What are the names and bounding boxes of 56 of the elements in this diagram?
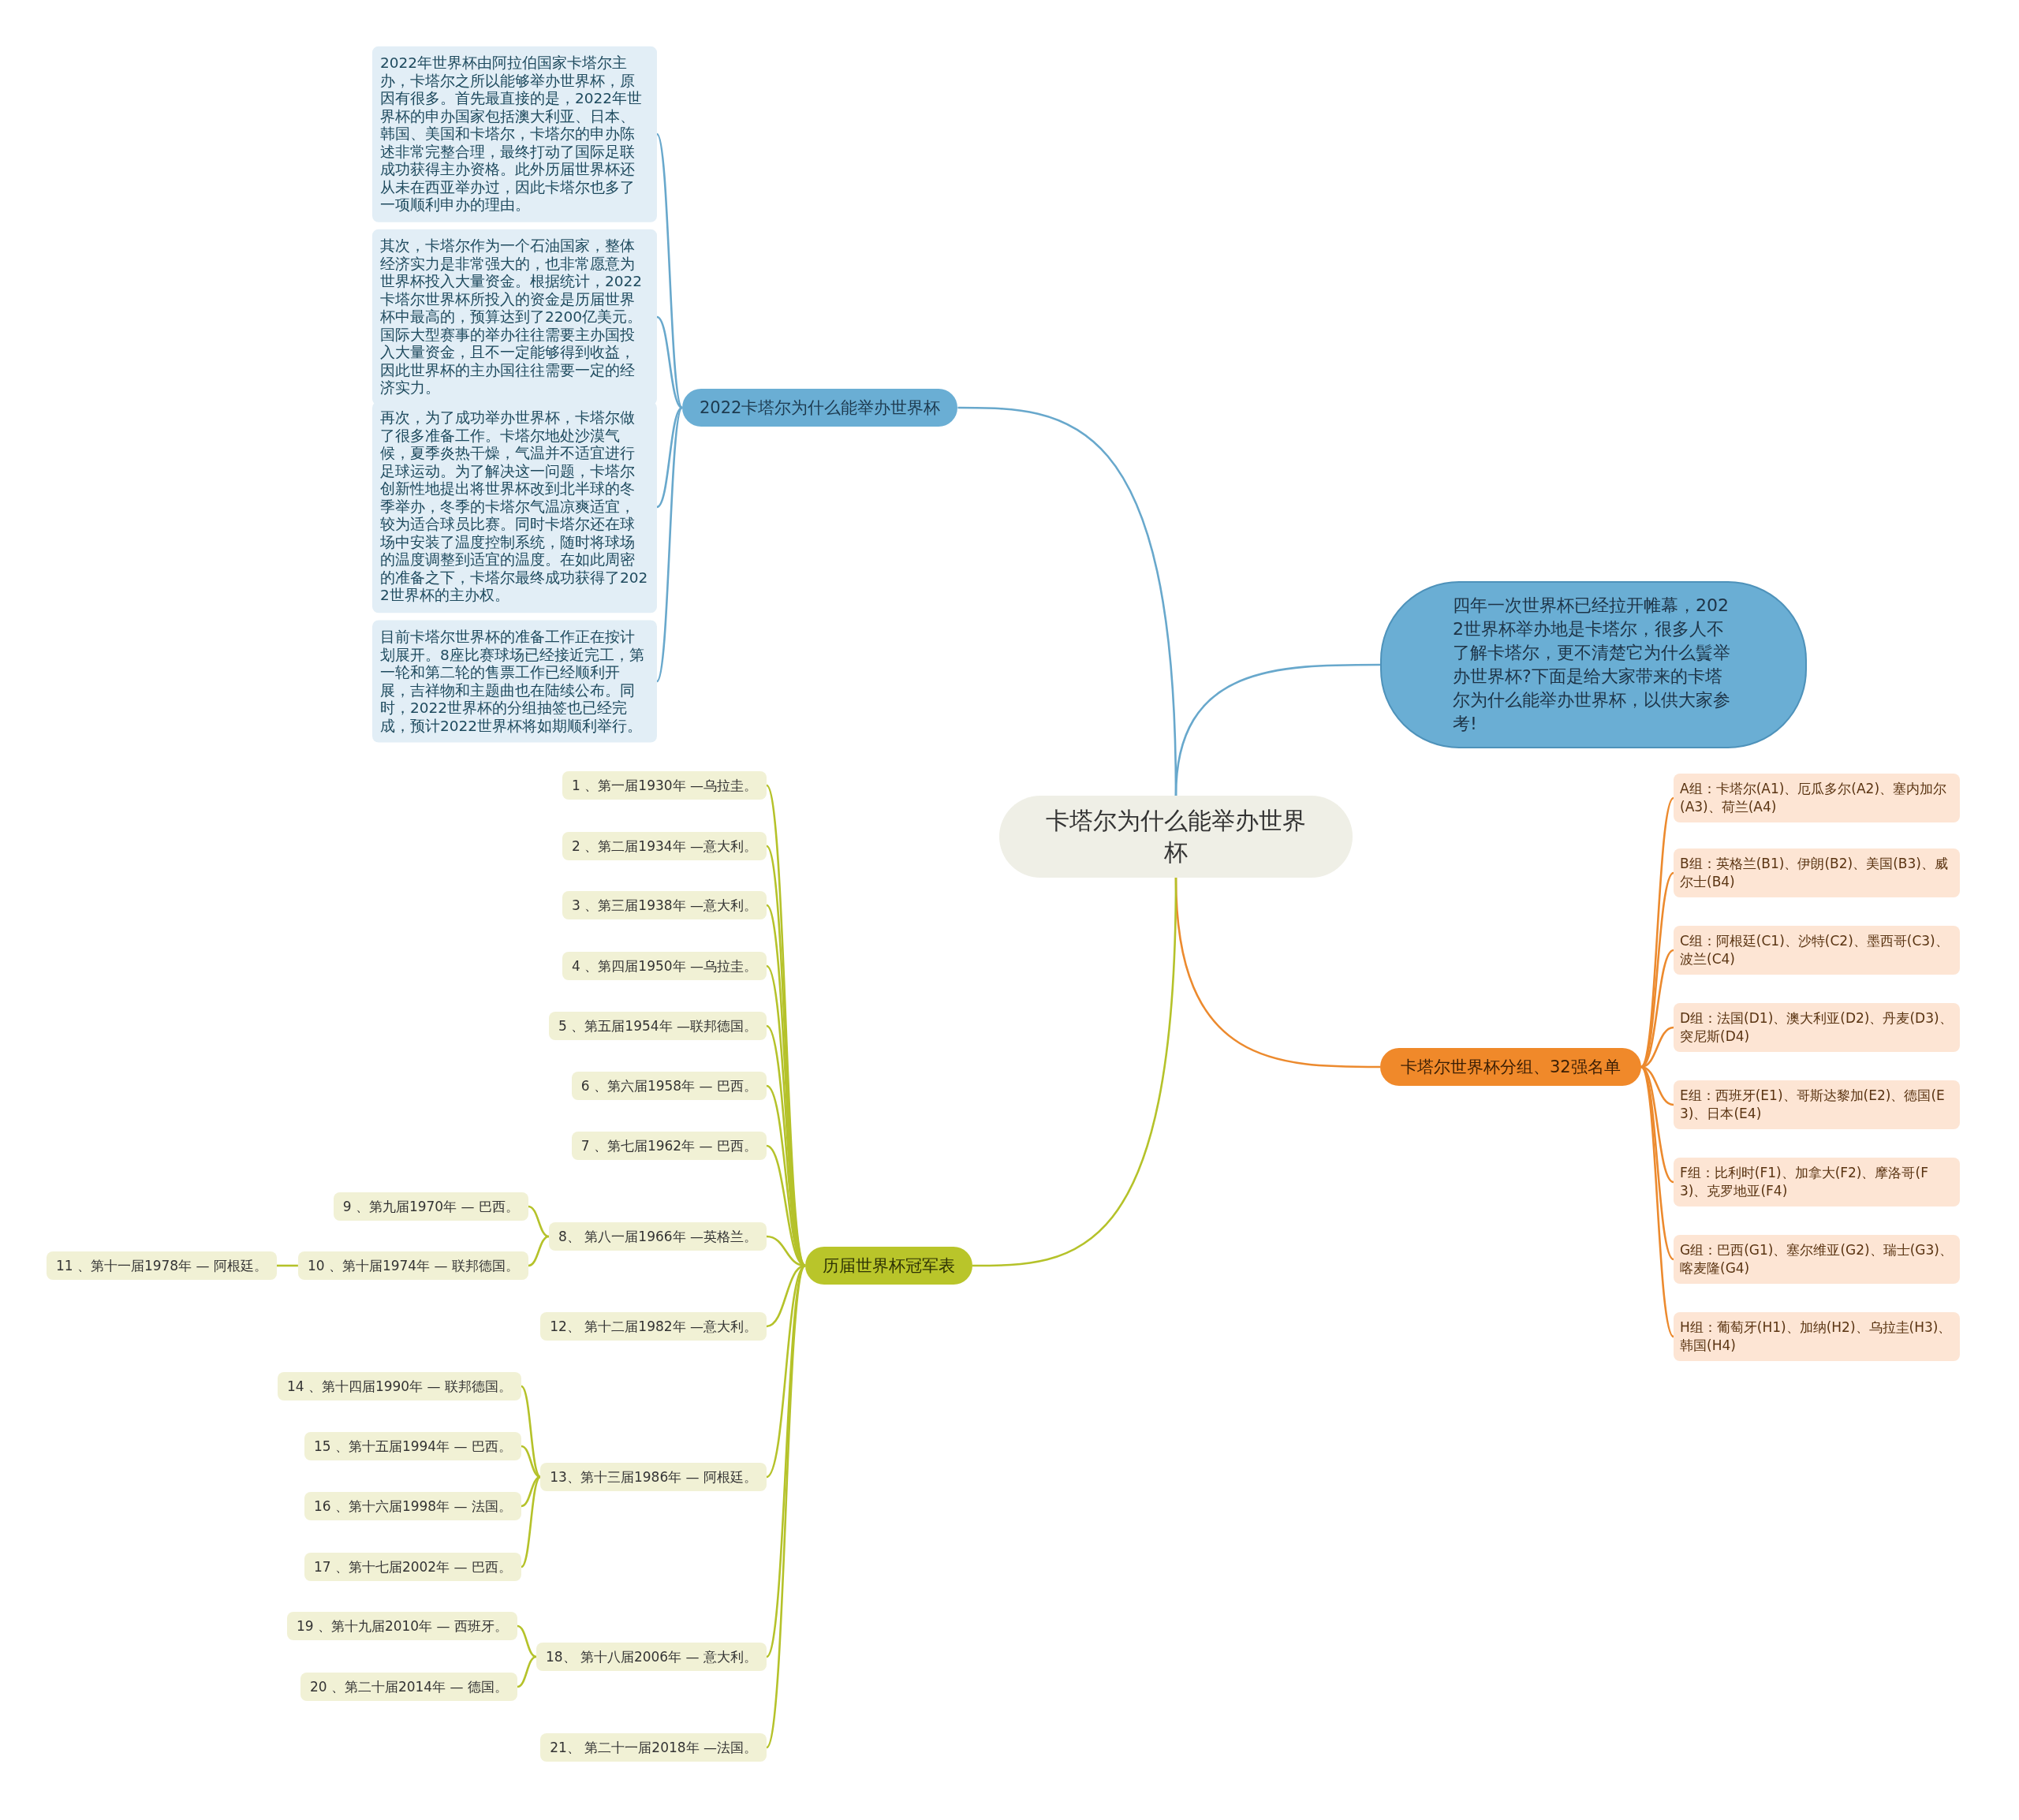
subtopic: 8、 第八一届1966年 —英格兰。 [549,1222,767,1251]
group-box: C组：阿根廷(C1)、沙特(C2)、墨西哥(C3)、波兰(C4) [1674,926,1960,975]
connector [1174,663,1380,796]
group-box: G组：巴西(G1)、塞尔维亚(G2)、瑞士(G3)、喀麦隆(G4) [1674,1235,1960,1284]
connector [277,1264,298,1267]
subtopic: 10 、第十届1974年 — 联邦德国。 [297,1251,528,1280]
intro-bubble: 四年一次世界杯已经拉开帷幕，2022世界杯举办地是卡塔尔，很多人不了解卡塔尔，更不清楚它为什么鬒举办世界杯?下面是给大家带来的卡塔尔为什么能举办世界杯，以供大家参考! [1380,581,1807,748]
group-box: E组：西班牙(E1)、哥斯达黎加(E2)、德国(E3)、日本(E4) [1674,1080,1960,1129]
subtopic: 12、 第十二届1982年 —意大利。 [540,1312,767,1341]
subtopic: 20 、第二十届2014年 — 德国。 [300,1673,517,1701]
connector [521,1476,542,1568]
subtopic: 5 、第五届1954年 —联邦德国。 [549,1012,767,1040]
connector [765,1265,807,1748]
note-box: 再次，为了成功举办世界杯，卡塔尔做了很多准备工作。卡塔尔地处沙漠气候，夏季炎热干燥，气温并不适宜进行足球运动。为了解决这一问题，卡塔尔创新性地提出将世界杯改到北半球的冬季举办，冬季的卡塔尔气温凉爽适宜，较为适合球员比赛。同时卡塔尔还在球场中安装了温度控制系统，随时将球场的温度调整到适宜的温度。在如此周密的准备之下，卡塔尔最终成功获得了2022世界杯的主办权。 [372,401,657,613]
connector [655,133,684,408]
subtopic: 17 、第十七届2002年 — 巴西。 [304,1553,521,1581]
branch-topic: 历届世界杯冠军表 [805,1247,972,1285]
subtopic: 16 、第十六届1998年 — 法国。 [304,1492,521,1520]
connector [656,406,683,509]
connector [517,1655,537,1688]
subtopic: 19 、第十九届2010年 — 西班牙。 [286,1612,517,1640]
branch-topic: 卡塔尔世界杯分组、32强名单 [1380,1048,1641,1086]
note-box: 2022年世界杯由阿拉伯国家卡塔尔主办，卡塔尔之所以能够举办世界杯，原因有很多。首先最直接的是，2022年世界杯的申办国家包括澳大利亚、日本、韩国、美国和卡塔尔，卡塔尔的申办陈述非常完整合理，最终打动了国际足联成功获得主办资格。此外历届世界杯还从未在西亚举办过，因此卡塔尔也多了一项顺利申办的理由。 [372,46,657,222]
connector [528,1235,550,1267]
branch-topic: 2022卡塔尔为什么能举办世界杯 [682,389,958,427]
note-box: 目前卡塔尔世界杯的准备工作正在按计划展开。8座比赛球场已经接近完工，第一轮和第二轮的售票工作已经顺利开展，吉祥物和主题曲也在陆续公布。同时，2022世界杯的分组抽签也已经完成，预计2022世界杯将如期顺利举行。 [372,620,657,743]
subtopic: 1 、第一届1930年 —乌拉圭。 [562,771,767,800]
connector [1640,797,1675,1068]
connector [521,1386,542,1478]
connector [521,1445,541,1479]
connector [528,1205,550,1238]
subtopic: 13、第十三届1986年 — 阿根廷。 [540,1463,767,1491]
connector [521,1475,541,1508]
subtopic: 18、 第十八届2006年 — 意大利。 [536,1643,767,1671]
note-box: 其次，卡塔尔作为一个石油国家，整体经济实力是非常强大的，也非常愿意为世界杯投入大量资金。根据统计，2022卡塔尔世界杯所投入的资金是历届世界杯中最高的，预算达到了2200亿美元。国际大型赛事的举办往往需要主办国投入大量资金，且不一定能够得到收益，因此世界杯的主办国往往需要一定的经济实力。 [372,229,657,405]
group-box: B组：英格兰(B1)、伊朗(B2)、美国(B3)、威尔士(B4) [1674,848,1960,897]
group-box: D组：法国(D1)、澳大利亚(D2)、丹麦(D3)、突尼斯(D4) [1674,1003,1960,1052]
subtopic: 3 、第三届1938年 —意大利。 [562,891,767,919]
group-box: F组：比利时(F1)、加拿大(F2)、摩洛哥(F3)、克罗地亚(F4) [1674,1158,1960,1206]
connector [1640,1066,1675,1337]
subtopic: 21、 第二十一届2018年 —法国。 [540,1733,767,1762]
subtopic: 4 、第四届1950年 —乌拉圭。 [562,952,767,980]
group-box: A组：卡塔尔(A1)、厄瓜多尔(A2)、塞内加尔(A3)、荷兰(A4) [1674,774,1960,822]
central-topic: 卡塔尔为什么能举办世界杯 [999,796,1353,878]
subtopic: 2 、第二届1934年 —意大利。 [562,832,767,860]
subtopic: 9 、第九届1970年 — 巴西。 [333,1192,528,1221]
connector [656,315,683,409]
connector [655,407,684,682]
connector [972,877,1177,1267]
subtopic: 6 、第六届1958年 — 巴西。 [571,1072,767,1100]
subtopic: 11 、第十一届1978年 — 阿根廷。 [46,1251,277,1280]
group-box: H组：葡萄牙(H1)、加纳(H2)、乌拉圭(H3)、韩国(H4) [1674,1312,1960,1361]
subtopic: 15 、第十五届1994年 — 巴西。 [304,1432,521,1460]
subtopic: 14 、第十四届1990年 — 联邦德国。 [277,1372,521,1400]
connector [517,1624,537,1658]
subtopic: 7 、第七届1962年 — 巴西。 [571,1132,767,1160]
